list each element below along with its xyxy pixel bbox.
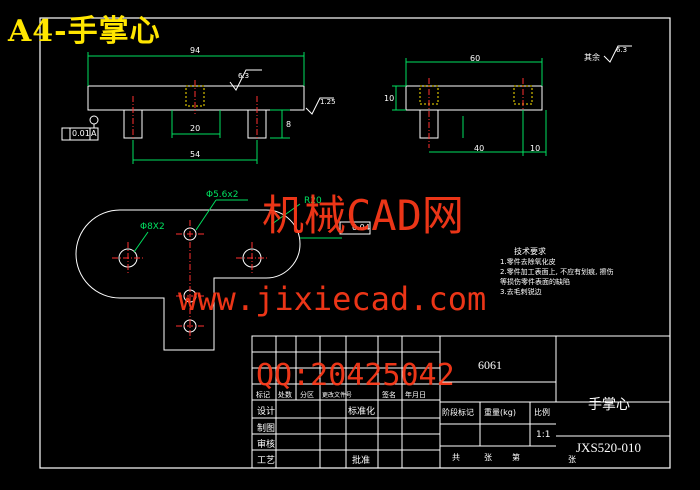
dim-10-width: 10 xyxy=(530,144,541,153)
hole-dim-large: Φ8X2 xyxy=(140,222,165,232)
roughness-value-2: 1.25 xyxy=(320,98,336,106)
watermark-qq: QQ:20425042 xyxy=(256,358,455,393)
tb-change-doc: 更改文件号 xyxy=(322,392,353,399)
tech-line: 1.零件去除氧化皮 xyxy=(500,258,556,266)
tb-date: 年月日 xyxy=(405,391,426,399)
tb-sheet-unit: 张 xyxy=(568,455,576,464)
top-view-centerlines xyxy=(112,220,268,340)
watermark-url: www.jixiecad.com xyxy=(178,280,487,318)
tb-sheets-unit: 张 xyxy=(484,453,492,462)
dim-8: 8 xyxy=(286,120,292,129)
dim-54: 54 xyxy=(190,150,201,159)
perp-tol-frame xyxy=(339,221,371,235)
tb-count: 处数 xyxy=(278,391,292,399)
roughness-symbols xyxy=(229,45,632,115)
dim-10-height: 10 xyxy=(384,94,395,103)
tb-zone: 分区 xyxy=(300,391,314,399)
tb-design: 设计 xyxy=(257,407,276,417)
side-view-centerlines xyxy=(428,78,524,148)
tech-line: 等损伤零件表面的缺陷 xyxy=(500,278,570,286)
tb-scale-header: 比例 xyxy=(534,408,550,417)
side-view xyxy=(405,85,543,139)
tb-weight-header: 重量(kg) xyxy=(484,408,516,417)
dim-94: 94 xyxy=(190,46,201,55)
front-view-centerlines xyxy=(132,80,258,148)
front-dimensions xyxy=(87,52,305,164)
top-view-leaders xyxy=(133,199,342,253)
tech-title: 技术要求 xyxy=(514,247,546,256)
tb-signature: 签名 xyxy=(382,391,396,399)
tb-standardize: 标准化 xyxy=(348,407,376,417)
hole-dim-small: Φ5.6x2 xyxy=(206,190,239,200)
title-block xyxy=(251,335,671,469)
material-label: 6061 xyxy=(478,358,502,372)
datum-frame xyxy=(61,115,99,141)
dim-40: 40 xyxy=(474,144,485,153)
perp-tolerance: 0.04 xyxy=(352,223,370,232)
tb-approve: 批准 xyxy=(352,456,371,466)
tb-sheet-no: 第 xyxy=(512,453,520,462)
datum-tolerance: 0.01 xyxy=(72,129,90,138)
dim-60: 60 xyxy=(470,54,481,63)
datum-letter: A xyxy=(91,129,97,138)
tb-mark: 标记 xyxy=(256,391,270,399)
part-name: 手掌心 xyxy=(588,397,630,413)
tech-line: 3.去毛刺锐边 xyxy=(500,288,542,296)
drawing-number: JXS520-010 xyxy=(576,440,642,455)
tb-process: 工艺 xyxy=(257,456,276,466)
tb-draw: 制图 xyxy=(257,424,276,434)
rest-roughness-label: 其余 xyxy=(584,53,600,62)
tb-review: 审核 xyxy=(257,440,276,450)
rest-roughness-value: 6.3 xyxy=(616,46,628,54)
sheet-heading: A4-手掌心 xyxy=(8,14,161,49)
side-dimensions xyxy=(392,58,547,156)
tb-scale-value: 1:1 xyxy=(536,430,551,440)
tech-line: 2.零件加工表面上, 不应有划痕, 擦伤 xyxy=(500,268,614,276)
radius-dim: R20 xyxy=(304,196,322,206)
dim-20: 20 xyxy=(190,124,201,133)
watermark-brand: 机械CAD网 xyxy=(262,191,464,240)
tb-stage-header: 阶段标记 xyxy=(442,408,474,417)
roughness-value-1: 6.3 xyxy=(238,72,250,80)
tb-sheets-total: 共 xyxy=(452,453,460,462)
